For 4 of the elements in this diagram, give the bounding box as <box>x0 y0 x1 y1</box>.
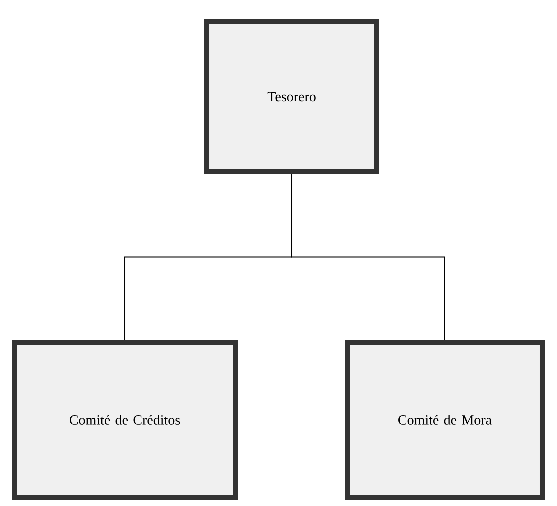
org-box: Tesorero <box>204 20 380 174</box>
connector-line <box>292 174 446 340</box>
org-box: Comité de Mora <box>345 340 545 500</box>
org-box: Comité de Créditos <box>12 340 238 500</box>
